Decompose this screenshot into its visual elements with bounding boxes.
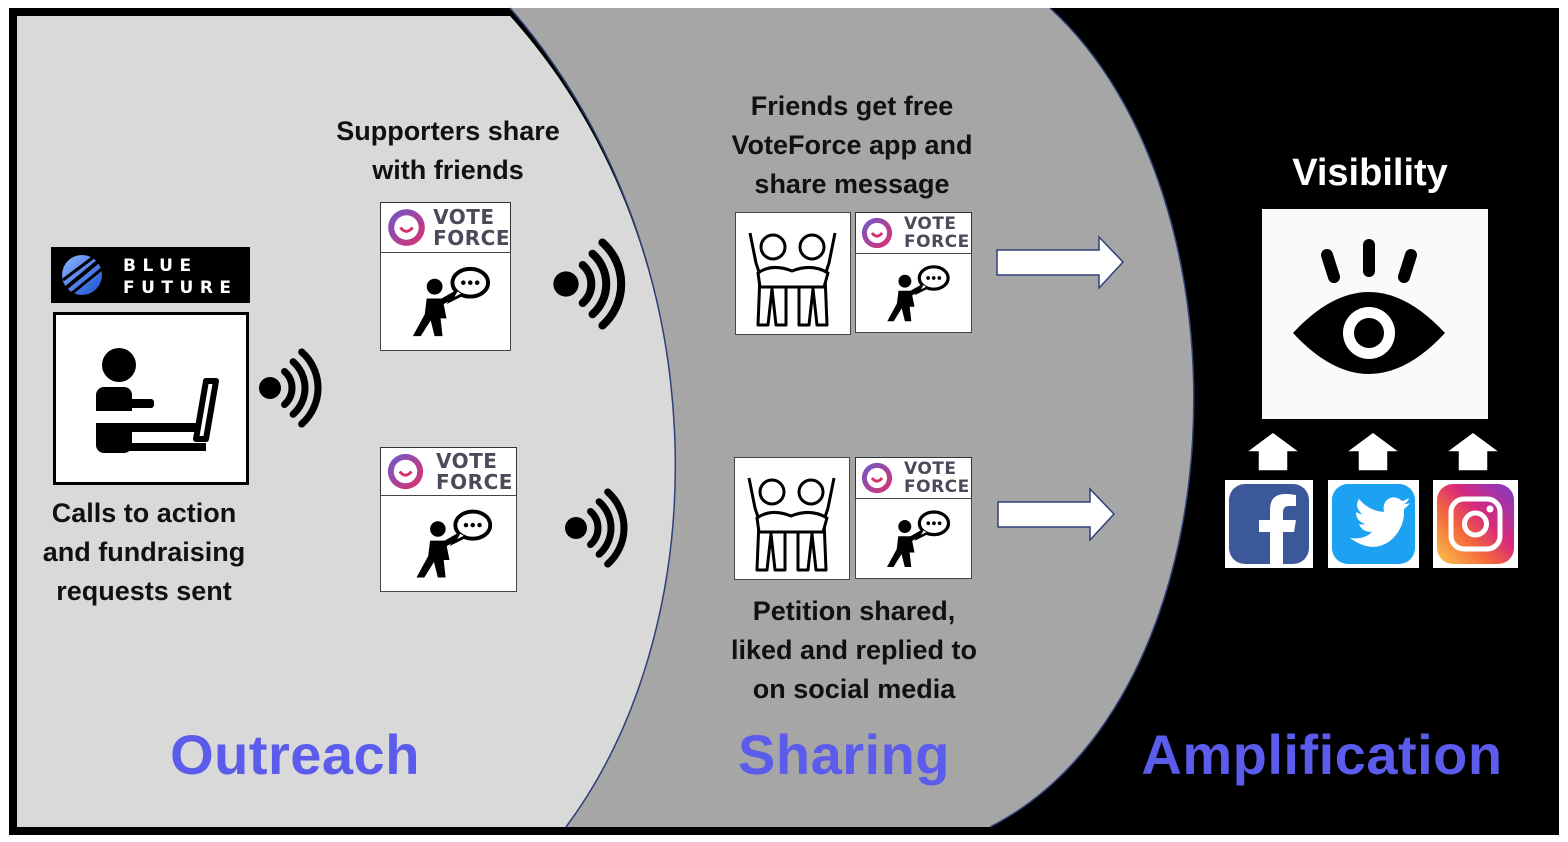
texting-person-card — [855, 498, 972, 579]
supporters-caption: Supporters share with friends — [336, 116, 560, 185]
globe-icon — [62, 254, 104, 296]
facebook-glyph — [1229, 484, 1309, 564]
texting-person-card — [380, 495, 517, 592]
voteforce-word-1: VOTE — [904, 459, 957, 479]
sharing-bottom-caption: Petition shared, liked and replied to on… — [730, 596, 978, 704]
friends-card-top — [735, 212, 851, 335]
texting-person-card — [380, 252, 511, 351]
amplification-title: Amplification — [1141, 723, 1503, 786]
voteforce-badge-icon — [388, 209, 425, 246]
voteforce-word-1: VOTE — [904, 214, 957, 234]
instagram-glyph — [1437, 484, 1514, 564]
visibility-card — [1262, 209, 1488, 419]
laptop-user-icon — [96, 348, 219, 453]
logo-word-2: FUTURE — [123, 278, 238, 298]
facebook-icon — [1225, 480, 1313, 568]
logo-word-1: BLUE — [123, 256, 198, 276]
voteforce-word-2: FORCE — [904, 477, 970, 497]
sharing-top-caption: Friends get free VoteForce app and share… — [731, 91, 973, 199]
twitter-glyph — [1332, 484, 1415, 564]
voteforce-word-2: FORCE — [436, 469, 513, 494]
instagram-icon — [1433, 480, 1518, 568]
voteforce-word-1: VOTE — [436, 448, 498, 473]
friends-cheering-icon — [747, 477, 836, 572]
texting-person-card — [855, 253, 972, 333]
laptop-user-card — [53, 312, 249, 485]
voteforce-badge-icon — [861, 462, 893, 494]
voteforce-word-2: FORCE — [904, 232, 970, 252]
visibility-caption: Visibility — [1292, 152, 1448, 194]
voteforce-word-2: FORCE — [433, 225, 510, 250]
voteforce-word-1: VOTE — [433, 204, 495, 229]
person-texting-icon — [412, 266, 491, 337]
outreach-title: Outreach — [170, 723, 420, 786]
person-texting-icon — [887, 265, 950, 322]
person-texting-icon — [886, 510, 951, 568]
twitter-icon — [1328, 480, 1419, 568]
friends-cheering-icon — [748, 232, 837, 327]
person-texting-icon — [416, 509, 493, 578]
sharing-title: Sharing — [738, 723, 950, 786]
eye-icon — [1293, 239, 1445, 374]
outreach-caption: Calls to action and fundraising requests… — [42, 498, 246, 606]
blue-future-logo: BLUE FUTURE — [51, 247, 250, 303]
friends-card-bottom — [734, 457, 850, 580]
voteforce-badge-icon — [861, 217, 893, 249]
sharing-region — [510, 8, 1194, 827]
voteforce-badge-icon — [387, 453, 424, 490]
